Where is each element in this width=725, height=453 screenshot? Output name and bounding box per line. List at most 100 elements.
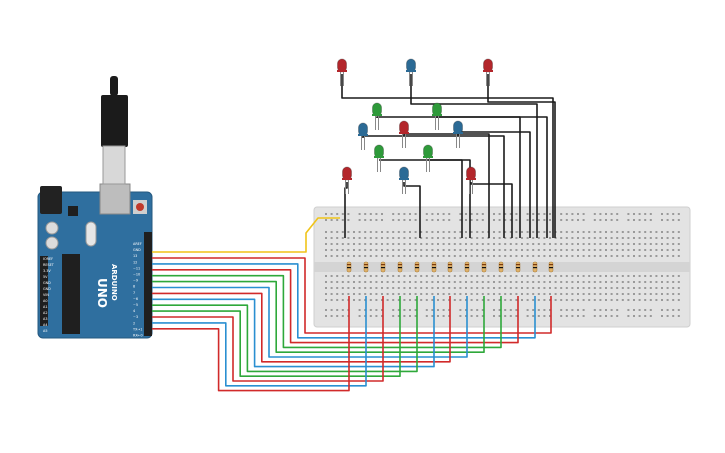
breadboard-hole	[537, 315, 540, 317]
breadboard-hole	[375, 249, 378, 251]
breadboard-hole	[425, 287, 428, 289]
breadboard-hole	[504, 281, 507, 283]
breadboard-hole	[582, 287, 585, 289]
breadboard-hole	[504, 213, 507, 215]
breadboard-hole	[358, 219, 361, 221]
breadboard-hole	[549, 255, 551, 257]
led-rim	[406, 70, 416, 72]
breadboard-hole	[549, 213, 551, 215]
breadboard-hole	[442, 219, 445, 221]
digital-header-label: ~6	[133, 297, 138, 301]
breadboard-hole	[582, 293, 585, 295]
breadboard-hole	[481, 249, 484, 251]
breadboard-hole	[470, 243, 473, 245]
breadboard-hole	[487, 243, 490, 245]
breadboard-hole	[470, 237, 473, 239]
breadboard-hole	[403, 237, 406, 239]
breadboard-hole	[593, 309, 596, 311]
power-jack	[40, 186, 62, 214]
breadboard-hole	[364, 237, 367, 239]
breadboard-hole	[375, 213, 378, 215]
arduino-uno-board[interactable]: ARDUINO UNO IOREFRESET3.3V5VGNDGNDVINA0A…	[37, 183, 153, 339]
breadboard-hole	[610, 237, 613, 239]
led-rim	[453, 132, 463, 134]
breadboard-hole	[425, 231, 428, 233]
breadboard-hole	[565, 315, 568, 317]
breadboard-hole	[577, 293, 579, 295]
breadboard-hole	[588, 243, 591, 245]
digital-header-label: 7	[133, 291, 135, 295]
breadboard-hole	[369, 213, 372, 215]
breadboard-hole	[627, 299, 630, 301]
breadboard-hole	[605, 231, 607, 233]
led-rim	[466, 178, 476, 180]
breadboard-hole	[381, 237, 383, 239]
breadboard-hole	[565, 249, 568, 251]
breadboard-hole	[537, 243, 540, 245]
wire	[362, 135, 505, 238]
usb-cable-plug	[102, 145, 126, 185]
resistor-band	[364, 267, 368, 269]
reset-button-cap[interactable]	[136, 203, 144, 211]
breadboard-hole	[565, 287, 568, 289]
breadboard-hole	[341, 219, 344, 221]
breadboard-hole	[677, 293, 680, 295]
breadboard-hole	[437, 309, 439, 311]
breadboard-hole	[627, 255, 630, 257]
breadboard-hole	[330, 293, 333, 295]
breadboard-hole	[588, 231, 591, 233]
breadboard-hole	[369, 287, 372, 289]
breadboard-hole	[498, 249, 501, 251]
breadboard-hole	[677, 299, 680, 301]
breadboard-hole	[341, 293, 344, 295]
breadboard-hole	[621, 243, 624, 245]
breadboard-hole	[476, 243, 479, 245]
breadboard-hole	[605, 299, 607, 301]
breadboard-hole	[369, 231, 372, 233]
wire	[152, 280, 485, 354]
breadboard-hole	[453, 287, 456, 289]
usb-cable[interactable]	[101, 76, 128, 185]
breadboard-hole	[336, 213, 339, 215]
breadboard-hole	[504, 293, 507, 295]
breadboard-hole	[655, 299, 658, 301]
breadboard-hole	[330, 219, 333, 221]
breadboard-hole	[459, 315, 462, 317]
breadboard-hole	[453, 249, 456, 251]
led-rim	[423, 156, 433, 158]
breadboard-hole	[593, 293, 596, 295]
breadboard-hole	[341, 237, 344, 239]
breadboard-hole	[397, 299, 400, 301]
breadboard-hole	[459, 219, 462, 221]
breadboard-hole	[364, 255, 367, 257]
breadboard-hole	[414, 275, 417, 277]
breadboard-hole	[532, 213, 535, 215]
breadboard-hole	[336, 309, 339, 311]
breadboard-hole	[526, 293, 529, 295]
breadboard-hole	[509, 281, 512, 283]
breadboard-hole	[515, 299, 518, 301]
breadboard-hole	[476, 287, 479, 289]
breadboard-hole	[476, 281, 479, 283]
breadboard-hole	[431, 249, 434, 251]
breadboard-hole	[677, 287, 680, 289]
breadboard-hole	[392, 275, 395, 277]
breadboard-hole	[549, 281, 551, 283]
breadboard-hole	[560, 231, 563, 233]
breadboard-hole	[672, 237, 675, 239]
wire	[152, 257, 552, 334]
breadboard-hole	[532, 249, 535, 251]
breadboard-hole	[425, 275, 428, 277]
power-header-label: A1	[43, 305, 47, 309]
breadboard-hole	[465, 219, 467, 221]
breadboard-hole	[677, 309, 680, 311]
breadboard-hole	[375, 231, 378, 233]
breadboard-hole	[621, 249, 624, 251]
breadboard-hole	[549, 231, 551, 233]
breadboard-hole	[325, 255, 327, 257]
breadboard-hole	[627, 315, 630, 317]
breadboard-hole	[638, 293, 641, 295]
breadboard-hole	[582, 309, 585, 311]
breadboard-hole	[661, 255, 663, 257]
breadboard-hole	[381, 299, 383, 301]
